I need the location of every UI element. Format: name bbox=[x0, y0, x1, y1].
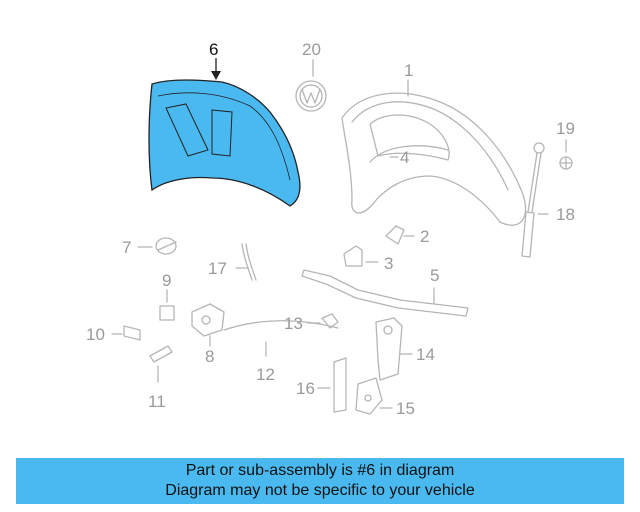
part-1-hood-panel[interactable] bbox=[341, 79, 527, 226]
callout-9: 9 bbox=[162, 271, 172, 290]
callout-12: 12 bbox=[256, 365, 275, 384]
callout-17: 17 bbox=[208, 259, 227, 278]
callout-15: 15 bbox=[396, 399, 415, 418]
part-14-latch-bracket[interactable] bbox=[375, 317, 413, 381]
part-8-hood-latch[interactable] bbox=[191, 303, 225, 347]
part-10-bracket[interactable] bbox=[111, 325, 141, 341]
callout-4: 4 bbox=[400, 148, 410, 167]
part-4-hood-seal[interactable] bbox=[369, 145, 449, 163]
callout-3: 3 bbox=[384, 254, 394, 273]
part-9-cap[interactable] bbox=[159, 289, 175, 321]
callout-11: 11 bbox=[148, 392, 166, 411]
part-19-clip[interactable] bbox=[559, 139, 573, 170]
part-11-bolt[interactable] bbox=[149, 345, 173, 383]
banner-line-2: Diagram may not be specific to your vehi… bbox=[165, 482, 475, 499]
callout-6: 6 bbox=[209, 40, 219, 59]
part-3-buffer[interactable] bbox=[343, 245, 379, 267]
part-17-release-lever[interactable] bbox=[235, 243, 257, 281]
part-16-side-bracket[interactable] bbox=[317, 357, 347, 413]
part-2-bumper[interactable] bbox=[385, 225, 415, 245]
part-7-grommet[interactable] bbox=[137, 237, 177, 255]
callout-13: 13 bbox=[284, 314, 303, 333]
callout-16: 16 bbox=[296, 379, 315, 398]
info-banner: Part or sub-assembly is #6 in diagram Di… bbox=[16, 458, 624, 504]
parts-diagram bbox=[111, 58, 573, 415]
part-20-emblem[interactable] bbox=[295, 59, 327, 112]
part-6-hood-insulation[interactable] bbox=[148, 58, 301, 207]
callout-2: 2 bbox=[420, 227, 430, 246]
callout-5: 5 bbox=[430, 266, 440, 285]
callout-8: 8 bbox=[205, 347, 215, 366]
part-18-gas-strut[interactable] bbox=[521, 142, 549, 258]
callout-20: 20 bbox=[302, 40, 321, 59]
callout-7: 7 bbox=[122, 238, 132, 257]
banner-line-1: Part or sub-assembly is #6 in diagram bbox=[185, 462, 455, 479]
part-12-release-cable[interactable] bbox=[223, 320, 339, 357]
part-15-latch-assembly[interactable] bbox=[355, 377, 393, 415]
part-5-seal-strip[interactable] bbox=[301, 269, 469, 317]
callout-18: 18 bbox=[556, 205, 575, 224]
callout-14: 14 bbox=[416, 345, 435, 364]
part-13-cable-clip[interactable] bbox=[307, 313, 339, 329]
callout-1: 1 bbox=[404, 61, 414, 80]
callout-10: 10 bbox=[86, 325, 105, 344]
callout-19: 19 bbox=[556, 119, 575, 138]
